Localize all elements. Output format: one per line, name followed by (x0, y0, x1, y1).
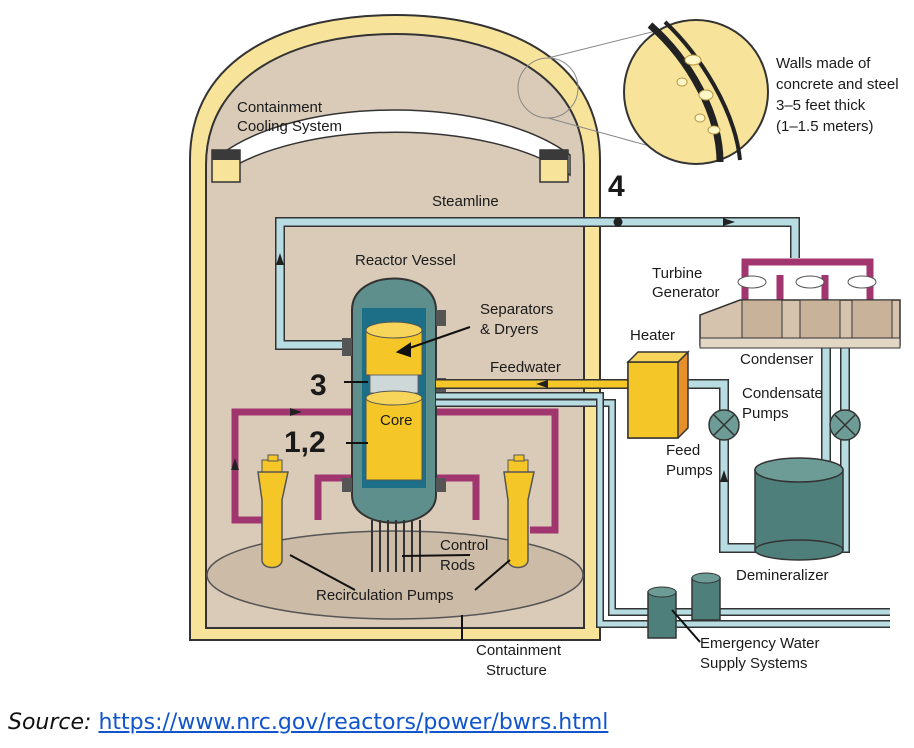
label-control-rods-1: Control (440, 537, 488, 554)
source-caption: Source: https://www.nrc.gov/reactors/pow… (8, 710, 608, 735)
source-link[interactable]: https://www.nrc.gov/reactors/power/bwrs.… (98, 710, 609, 735)
label-walls-2: concrete and steel (776, 76, 899, 93)
steamline-marker-dot (613, 217, 623, 227)
marker-3: 3 (310, 369, 327, 402)
label-containment-structure-1: Containment (476, 642, 562, 659)
wall-detail-circle (623, 19, 769, 165)
label-turbine-generator-2: Generator (652, 284, 720, 301)
label-steamline: Steamline (432, 193, 499, 210)
marker-4: 4 (608, 170, 625, 203)
source-prefix: Source: (8, 710, 92, 735)
label-feed-pumps-2: Pumps (666, 462, 713, 479)
label-feed-pumps-1: Feed (666, 442, 700, 459)
condenser-base (699, 337, 901, 349)
demineralizer (754, 457, 844, 561)
label-emergency-water-1: Emergency Water (700, 635, 819, 652)
containment-cooling-system (211, 109, 571, 183)
label-reactor-vessel: Reactor Vessel (355, 252, 456, 269)
feed-pump (708, 409, 740, 441)
label-separators-1: Separators (480, 301, 553, 318)
steam-separator-grid (369, 374, 419, 394)
reactor-vessel (342, 277, 446, 524)
feedwater-line (436, 379, 890, 628)
pointer-lines (289, 326, 701, 643)
wall-detail-callout (517, 19, 769, 165)
heater (626, 350, 690, 439)
marker-1-2: 1,2 (284, 426, 326, 459)
label-emergency-water-2: Supply Systems (700, 655, 808, 672)
label-walls-3: 3–5 feet thick (776, 97, 866, 114)
label-containment-structure-2: Structure (486, 662, 547, 679)
control-rods (371, 520, 421, 572)
steamline (275, 217, 800, 350)
recirculation-loops (231, 408, 559, 534)
label-demineralizer: Demineralizer (736, 567, 829, 584)
label-condensate-pumps-2: Pumps (742, 405, 789, 422)
condensate-pump (829, 409, 861, 441)
emergency-water-supply (647, 572, 721, 639)
label-separators-2: & Dryers (480, 321, 538, 338)
label-containment-cooling-1: Containment (237, 99, 323, 116)
label-condenser: Condenser (740, 351, 813, 368)
label-heater: Heater (630, 327, 675, 344)
label-control-rods-2: Rods (440, 557, 475, 574)
label-walls-1: Walls made of (776, 55, 871, 72)
bwr-diagram: Containment Cooling System Walls made of… (189, 13, 901, 679)
label-feedwater: Feedwater (490, 359, 561, 376)
label-walls-4: (1–1.5 meters) (776, 118, 874, 135)
turbine-generator (699, 258, 901, 349)
reactor-core (365, 397, 423, 481)
diagram-labels: Containment Cooling System Walls made of… (237, 55, 899, 679)
recirculation-pump-right (503, 454, 535, 569)
label-condensate-pumps-1: Condensate (742, 385, 823, 402)
label-turbine-generator-1: Turbine (652, 265, 702, 282)
label-recirculation-pumps: Recirculation Pumps (316, 587, 454, 604)
label-core: Core (380, 412, 413, 429)
recirculation-pump-left (257, 454, 289, 569)
label-containment-cooling-2: Cooling System (237, 118, 342, 135)
